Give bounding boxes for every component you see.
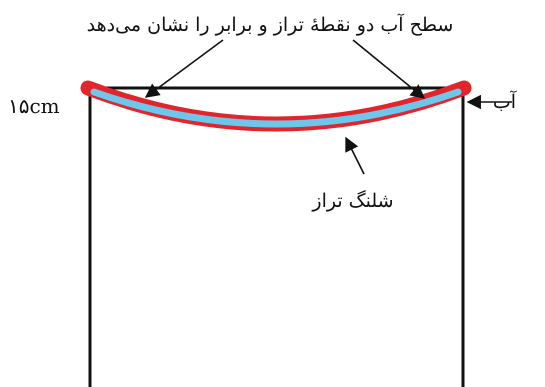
water-label: آب: [493, 90, 517, 113]
hose-label: شلنگ تراز: [311, 189, 393, 212]
height-label: ۱۵cm: [8, 94, 60, 118]
caption-arrow-right: [352, 39, 426, 99]
top-caption: سطح آب دو نقطهٔ تراز و برابر را نشان می‌…: [87, 13, 454, 36]
hose-arrow: [345, 136, 365, 175]
frame: [88, 86, 465, 387]
caption-arrow-left: [144, 39, 224, 98]
water-in-hose: [90, 88, 462, 128]
